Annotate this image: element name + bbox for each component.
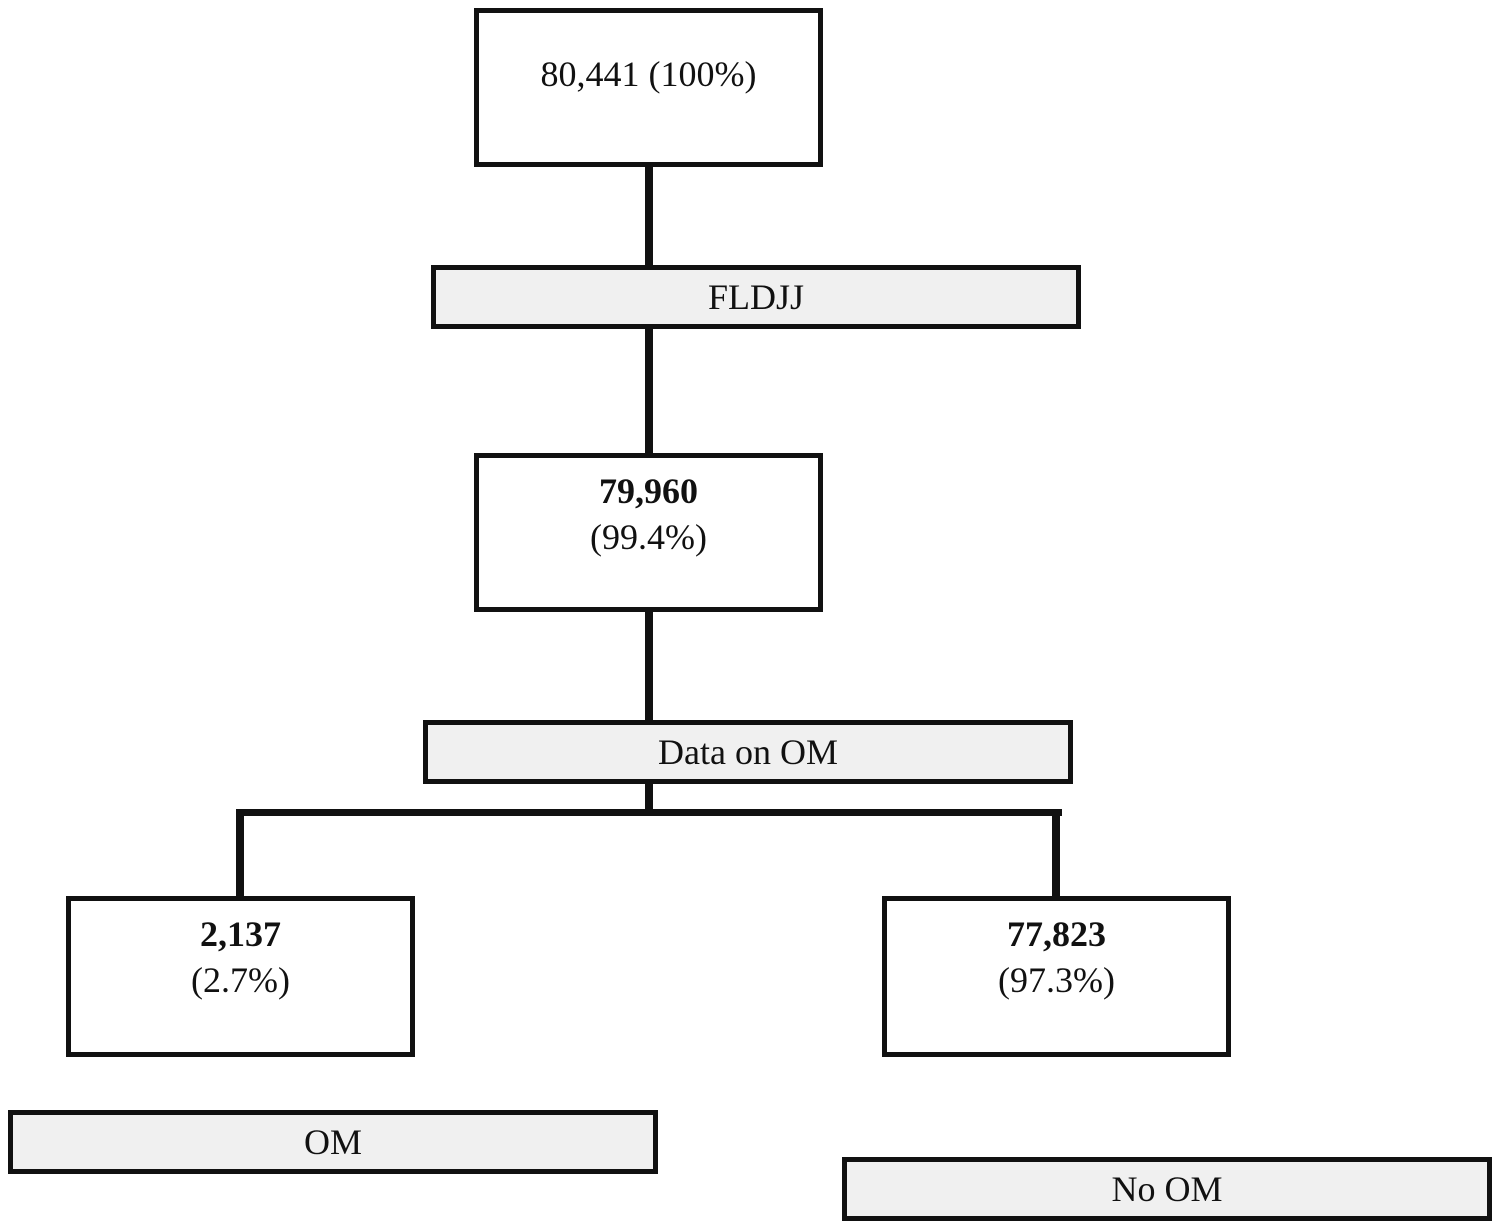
- root-node: 80,441 (100%): [474, 8, 823, 167]
- data-on-om-step-label: Data on OM: [423, 720, 1073, 784]
- fldjj-step-text: FLDJJ: [707, 277, 805, 317]
- connector-fldjj-to-mid: [645, 327, 653, 455]
- connector-split-horizontal: [236, 809, 1062, 816]
- no-om-outcome-text: No OM: [1111, 1169, 1223, 1209]
- connector-split-left: [236, 809, 244, 900]
- connector-mid-to-data: [645, 609, 653, 722]
- left-node: 2,137 (2.7%): [66, 896, 415, 1057]
- no-om-outcome-label: No OM: [842, 1157, 1492, 1221]
- right-node-percent: (97.3%): [998, 960, 1115, 1000]
- left-node-count: 2,137: [200, 914, 281, 954]
- mid-node-count: 79,960: [599, 471, 698, 511]
- om-outcome-text: OM: [303, 1122, 362, 1162]
- fldjj-step-label: FLDJJ: [431, 265, 1081, 329]
- om-outcome-label: OM: [8, 1110, 658, 1174]
- data-on-om-step-text: Data on OM: [658, 732, 838, 772]
- mid-node-percent: (99.4%): [590, 517, 707, 557]
- right-node: 77,823 (97.3%): [882, 896, 1231, 1057]
- right-node-count: 77,823: [1007, 914, 1106, 954]
- connector-split-right: [1052, 809, 1060, 900]
- connector-root-to-fldjj: [645, 165, 653, 267]
- left-node-percent: (2.7%): [191, 960, 290, 1000]
- connector-data-stem: [645, 782, 653, 814]
- root-node-text: 80,441 (100%): [540, 54, 757, 94]
- mid-node: 79,960 (99.4%): [474, 453, 823, 612]
